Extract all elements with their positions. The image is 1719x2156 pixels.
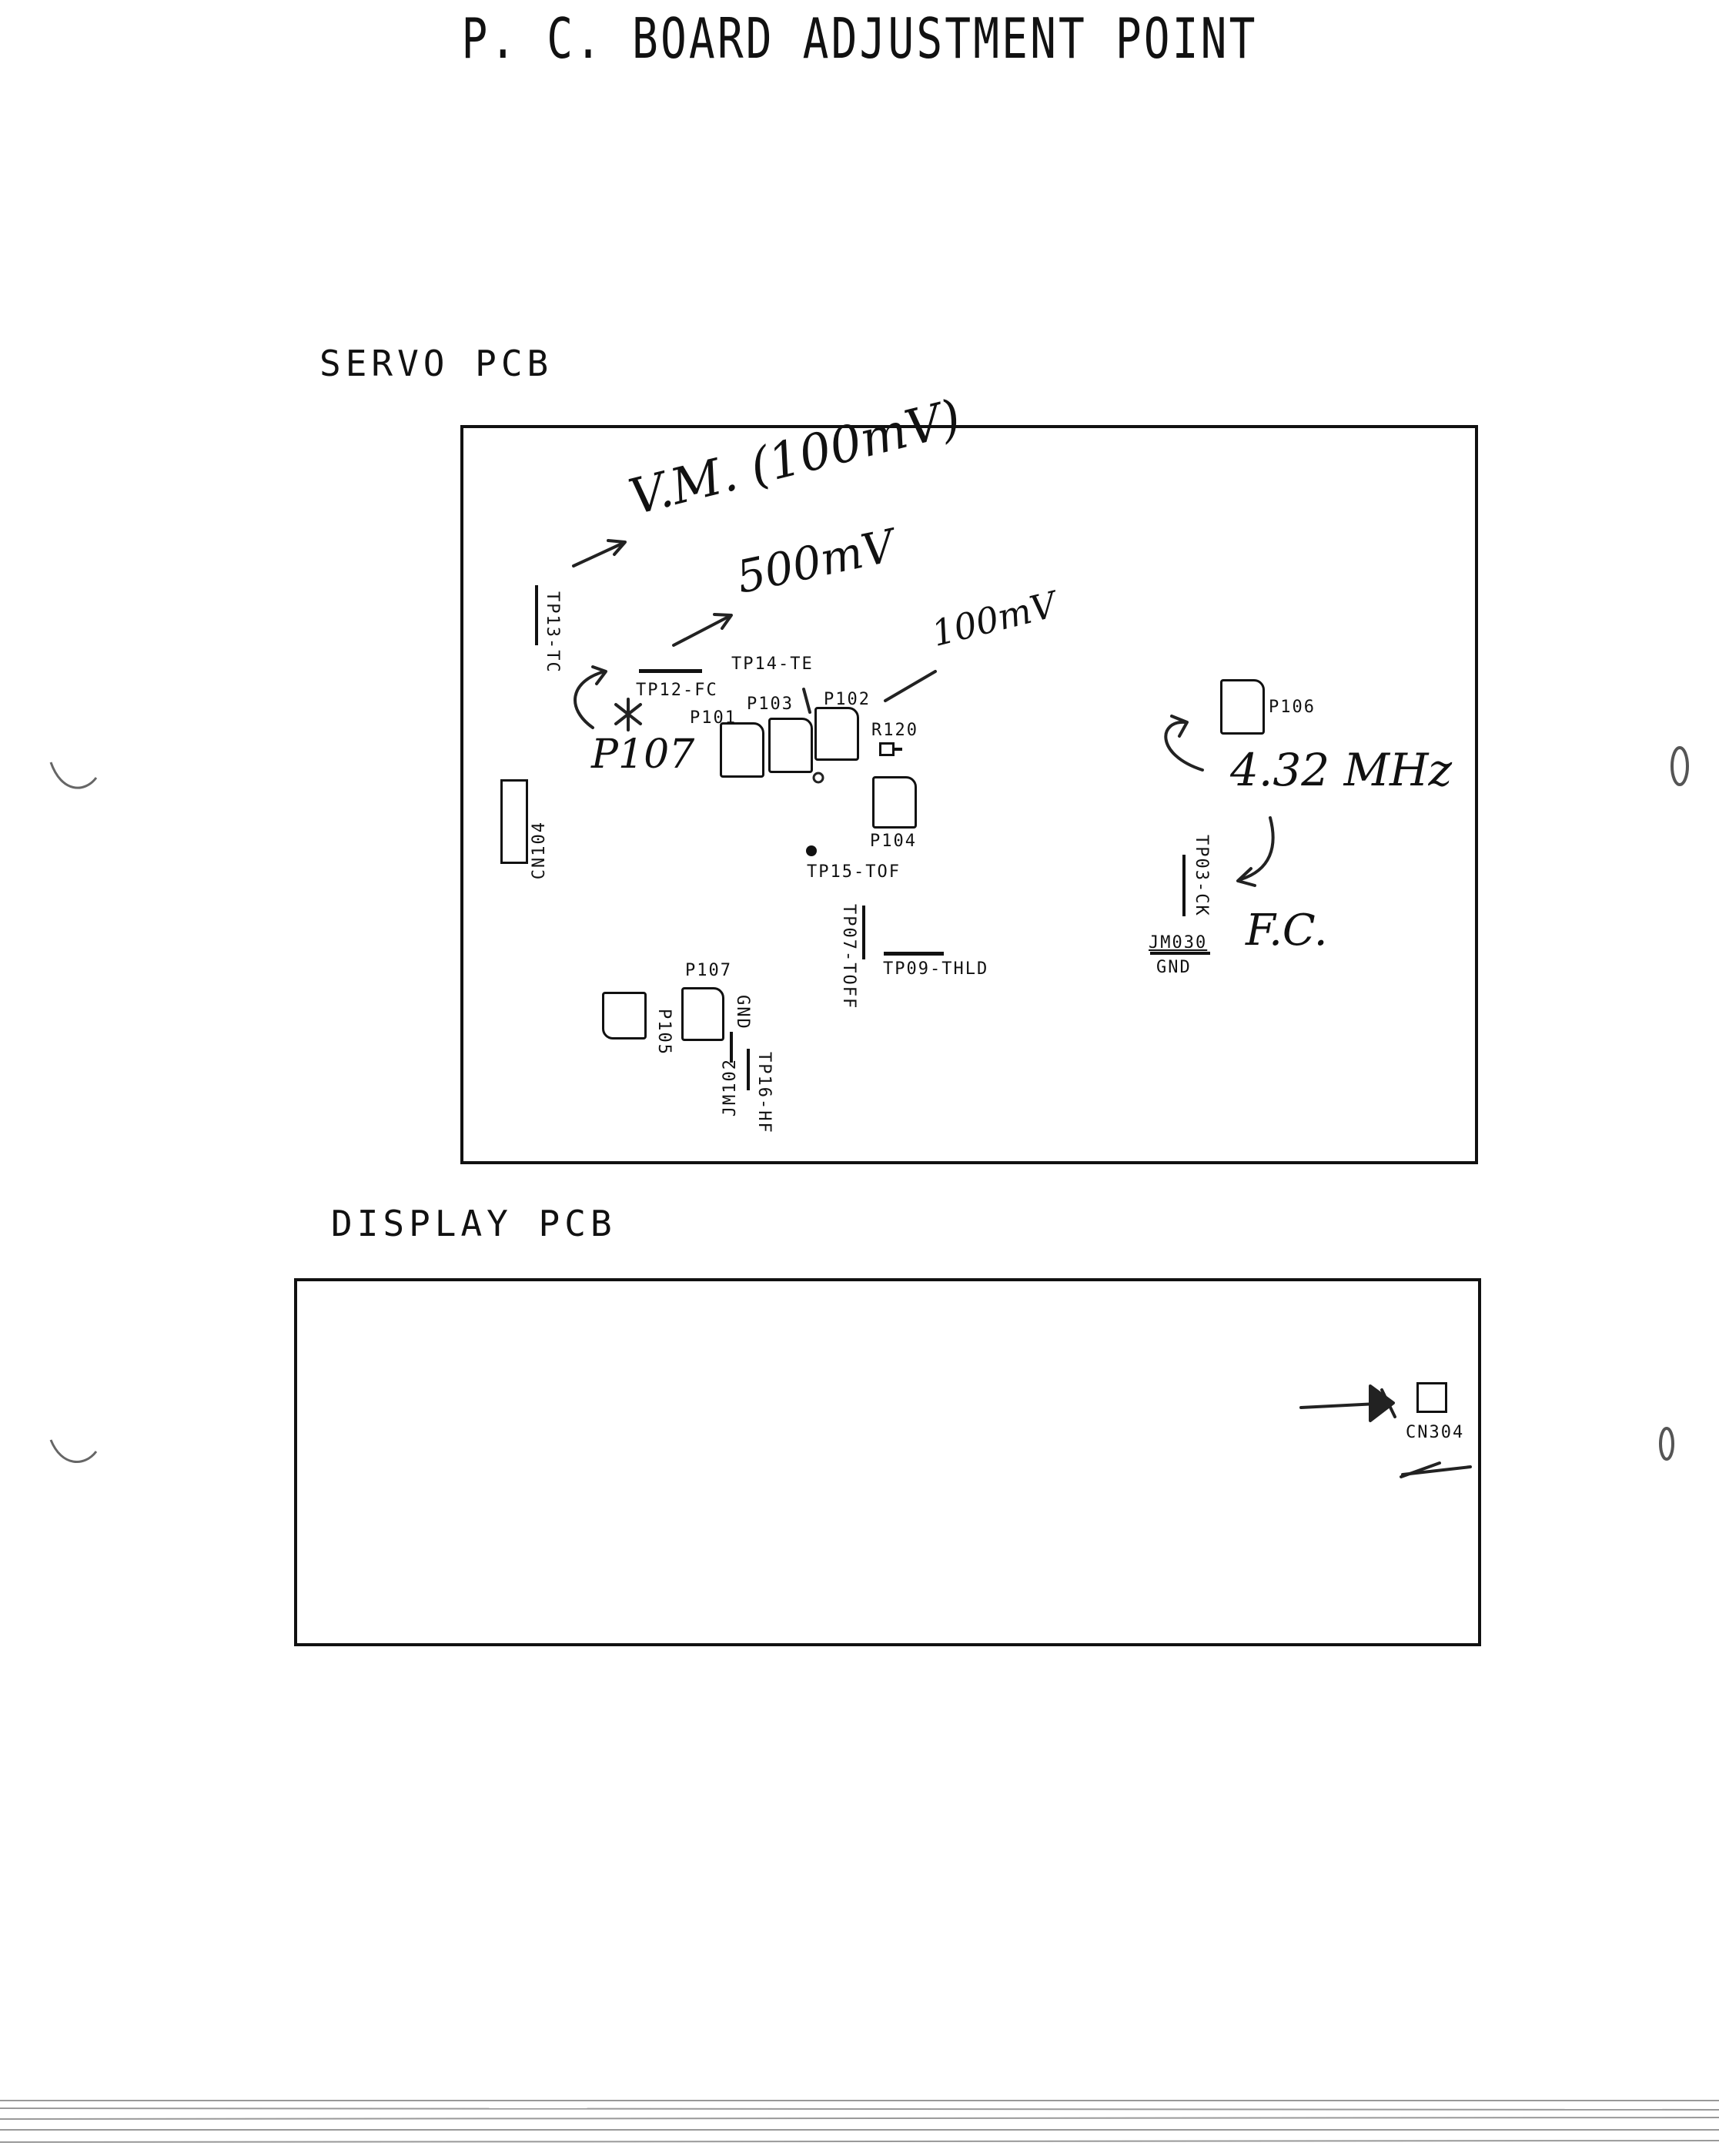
p106-potentiometer: [1220, 679, 1265, 735]
tp16-label: TP16-HF: [754, 1052, 774, 1134]
tp15-test-point: [806, 845, 817, 856]
binder-hole-bottom: [49, 1439, 98, 1463]
tp03-label: TP03-CK: [1192, 835, 1211, 917]
gnd-lower-label: GND: [733, 995, 752, 1030]
p104-potentiometer: [872, 776, 917, 829]
arrow-500mv: [672, 614, 731, 647]
tp03-test-point: [1182, 855, 1186, 916]
r120-lead: [895, 748, 902, 751]
line-100mv: [884, 670, 937, 702]
p107-label: P107: [685, 961, 732, 980]
p101-potentiometer: [720, 722, 764, 778]
jm030-jumper: [1150, 952, 1210, 955]
tp09-label: TP09-THLD: [883, 959, 989, 979]
tp12-label: TP12-FC: [636, 681, 718, 700]
tp07-test-point: [862, 906, 865, 959]
handwritten-frequency-note: 4.32 MHz: [1230, 744, 1453, 796]
cn304-connector: [1416, 1382, 1447, 1413]
jm102-jumper: [730, 1032, 733, 1063]
tp07-label: TP07-TOFF: [839, 904, 858, 1010]
handwritten-fc-note: F.C.: [1246, 906, 1328, 956]
tp15-label: TP15-TOF: [807, 862, 901, 882]
arrow-tp03: [1239, 816, 1275, 881]
cn104-connector: [500, 779, 528, 864]
binder-hole-top: [49, 762, 98, 789]
display-pcb-heading: DISPLAY PCB: [331, 1203, 617, 1244]
tp13-test-point: [535, 585, 538, 645]
handwritten-p107-note: P107: [591, 732, 695, 778]
tp14-label: TP14-TE: [731, 654, 814, 674]
p107-potentiometer: [681, 987, 724, 1041]
arrow-p106: [1164, 720, 1204, 772]
tp13-label: TP13-TC: [543, 591, 562, 674]
p102-potentiometer: [814, 707, 859, 761]
tp09-test-point: [884, 952, 944, 956]
servo-pcb-board: [460, 425, 1478, 1164]
tp16-test-point: [747, 1049, 750, 1090]
page-title: P. C. BOARD ADJUSTMENT POINT: [461, 6, 1258, 71]
arrow-p107: [574, 670, 606, 729]
r120-resistor: [879, 742, 895, 756]
gnd-right-label: GND: [1156, 958, 1192, 977]
p103-potentiometer: [768, 718, 813, 773]
display-pcb-board: [294, 1278, 1481, 1646]
jm030-label: JM030: [1149, 933, 1208, 952]
r120-label: R120: [871, 721, 918, 740]
star-mark: [614, 698, 642, 732]
servo-pcb-heading: SERVO PCB: [319, 343, 553, 384]
cn304-label: CN304: [1406, 1423, 1465, 1442]
p103-label: P103: [747, 695, 794, 714]
p105-label: P105: [654, 1009, 674, 1056]
p102-label: P102: [824, 690, 871, 709]
tp12-test-point: [639, 669, 702, 673]
arrow-vm: [572, 541, 625, 567]
p105-potentiometer: [602, 992, 647, 1040]
p104-label: P104: [870, 832, 917, 851]
p106-label: P106: [1269, 698, 1316, 717]
